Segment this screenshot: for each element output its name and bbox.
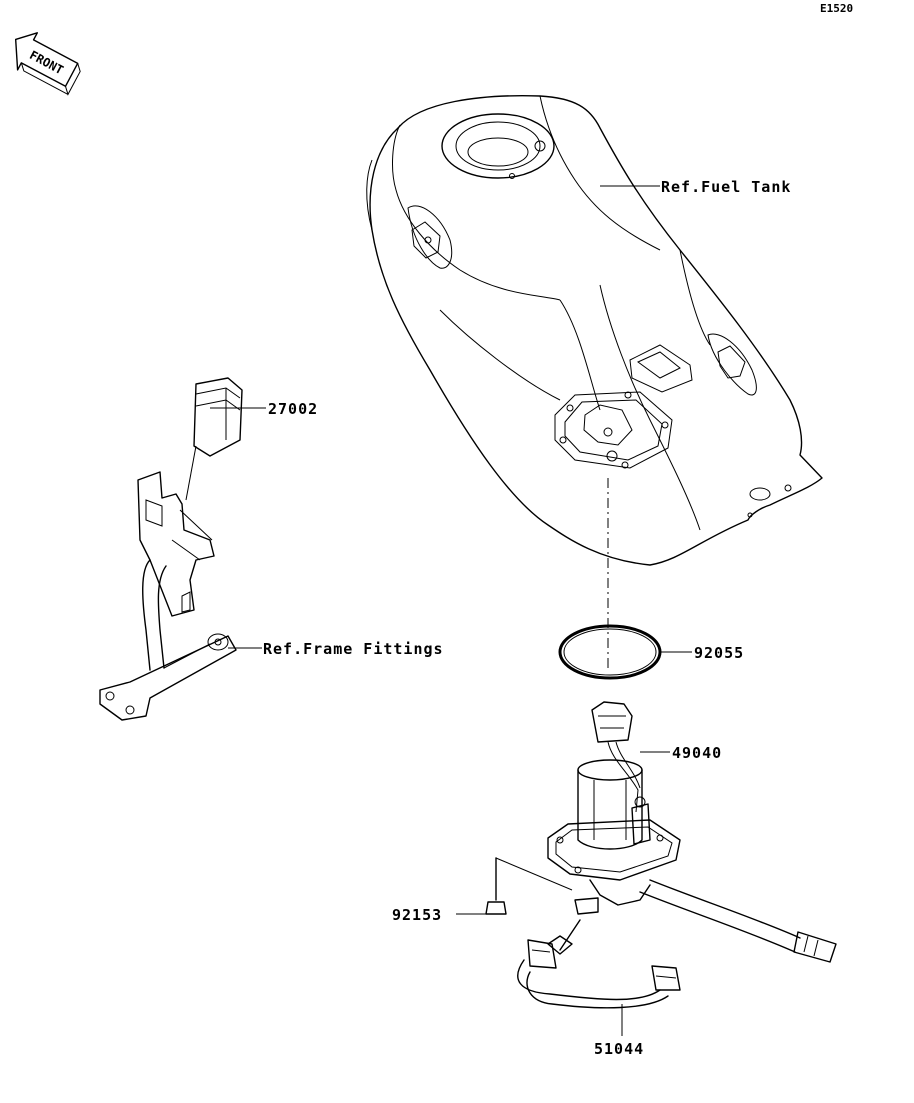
o-ring-drawing bbox=[558, 624, 662, 680]
relay-bracket-drawing bbox=[99, 377, 243, 721]
ref-fuel-tank-label: Ref.Fuel Tank bbox=[661, 178, 791, 196]
part-27002-label: 27002 bbox=[268, 400, 318, 418]
part-92153-label: 92153 bbox=[392, 906, 442, 924]
part-51044-label: 51044 bbox=[594, 1040, 644, 1058]
part-49040-label: 49040 bbox=[672, 744, 722, 762]
fuel-tank-drawing bbox=[366, 95, 823, 566]
ref-frame-fittings-label: Ref.Frame Fittings bbox=[263, 640, 444, 658]
part-92055-label: 92055 bbox=[694, 644, 744, 662]
diagram-code: E1520 bbox=[820, 2, 853, 15]
front-arrow-icon: FRONT bbox=[14, 32, 81, 96]
fuel-hose-drawing bbox=[517, 919, 681, 1009]
fuel-pump-drawing bbox=[485, 701, 837, 963]
